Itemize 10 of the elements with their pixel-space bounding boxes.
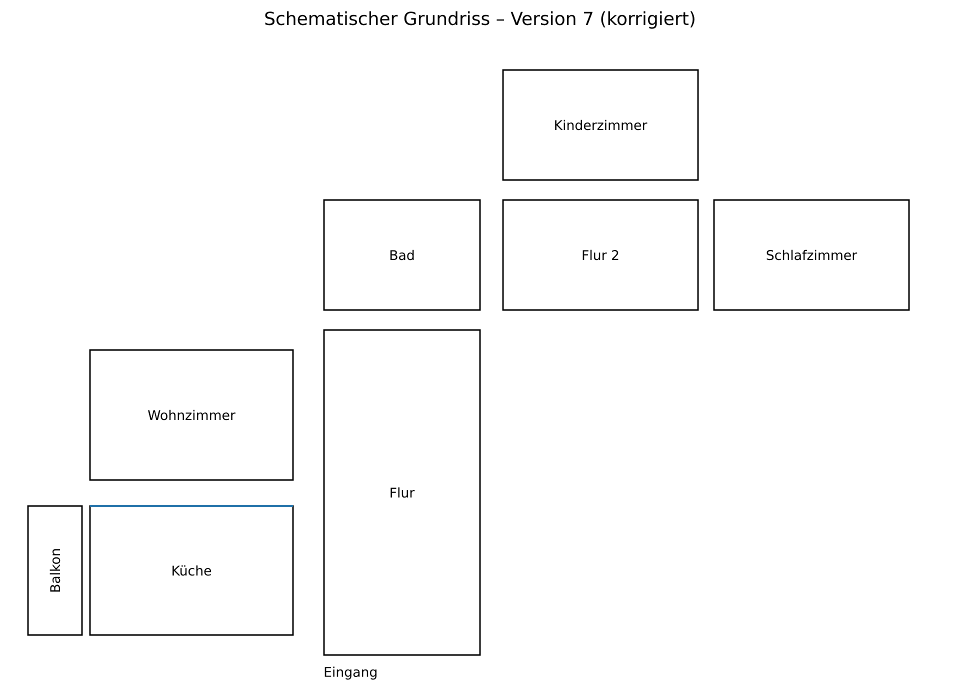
room-caption: Eingang [324,666,376,680]
room-box: Flur [323,329,481,656]
room-box: Küche [89,505,294,636]
room-box: Wohnzimmer [89,349,294,481]
room-box: Flur 2 [502,199,699,311]
title: Schematischer Grundriss – Version 7 (korrigiert) [265,11,694,29]
room-box: Kinderzimmer [502,69,699,181]
room-box: Schlafzimmer [713,199,910,311]
room-box: Bad [323,199,481,311]
room-box: Balkon [27,505,83,636]
